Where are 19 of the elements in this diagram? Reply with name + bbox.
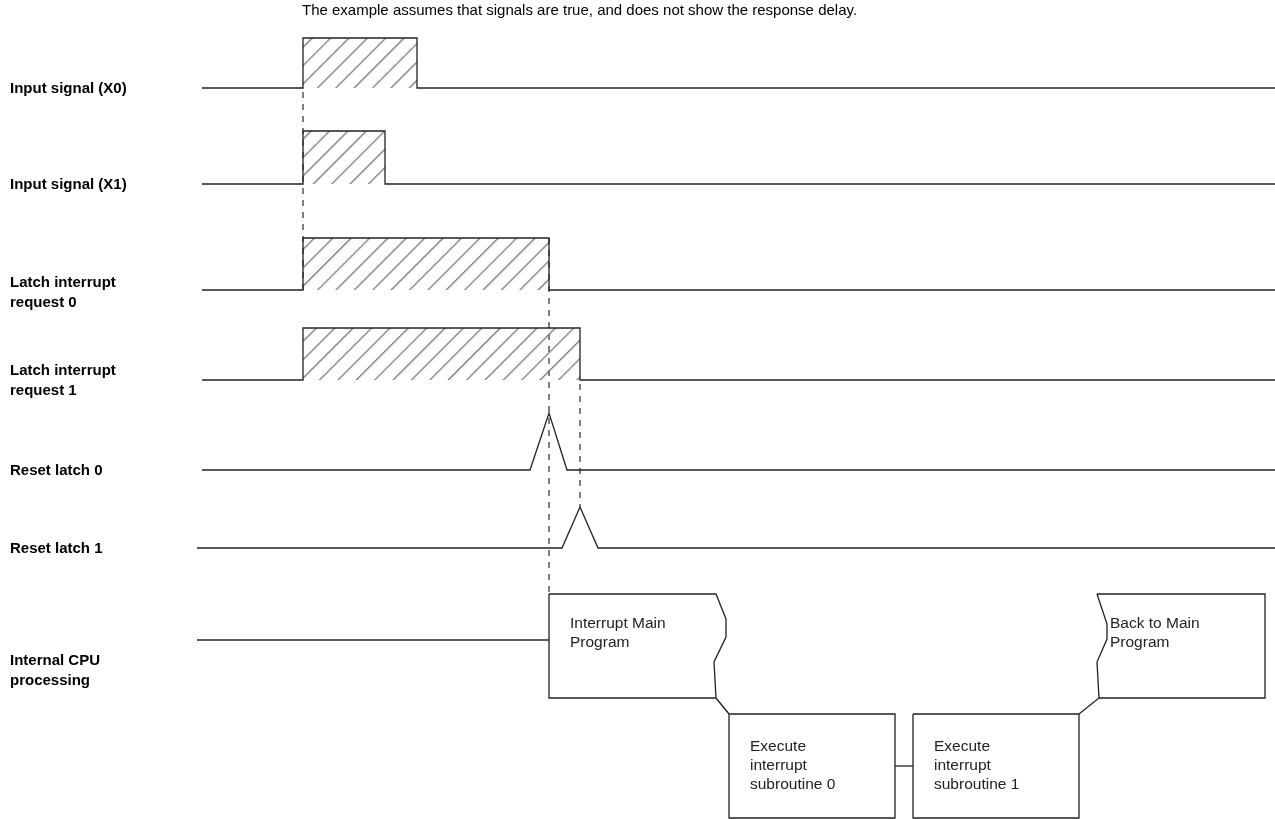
box-label: Execute interrupt subroutine 1	[934, 736, 1021, 793]
process-box	[1097, 594, 1265, 698]
connector-line	[1078, 697, 1100, 715]
connector-line	[894, 765, 914, 767]
box-label: Interrupt Main Program	[570, 613, 667, 651]
signal-name: Internal CPU processing	[10, 650, 101, 690]
signal-name: Latch interrupt request 1	[10, 360, 117, 400]
signal-name: Latch interrupt request 0	[10, 272, 117, 312]
signal-name: Input signal (X0)	[10, 78, 128, 98]
note-text: The example assumes that signals are true, and does not show the response delay.	[302, 0, 859, 20]
connector-line	[715, 697, 730, 715]
box-label: Execute interrupt subroutine 0	[750, 736, 837, 793]
signal-name: Input signal (X1)	[10, 174, 128, 194]
box-label: Back to Main Program	[1110, 613, 1201, 651]
process-box	[913, 714, 1079, 818]
process-box	[549, 594, 726, 698]
signal-name: Reset latch 1	[10, 538, 104, 558]
signal-name: Reset latch 0	[10, 460, 104, 480]
process-box	[729, 714, 895, 818]
